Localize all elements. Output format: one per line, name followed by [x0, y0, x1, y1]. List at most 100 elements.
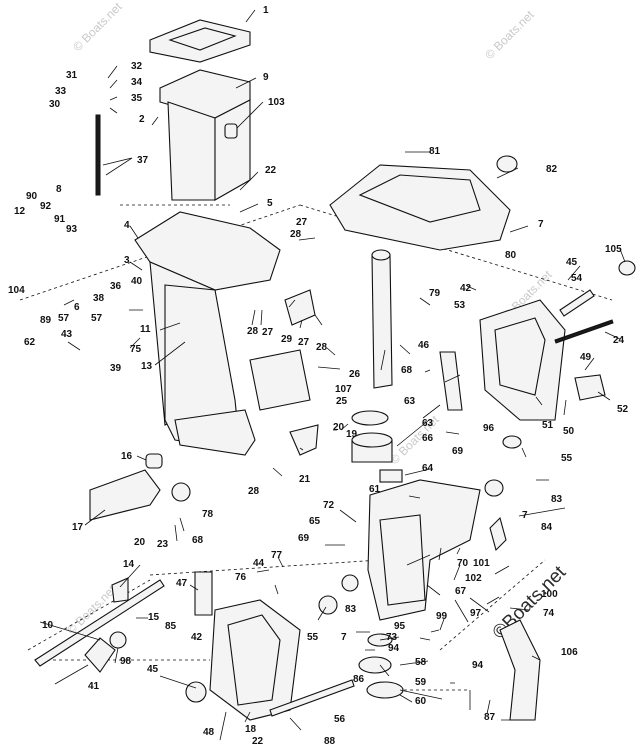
- callout-79: 79: [429, 288, 441, 299]
- callout-20-b: 20: [134, 537, 146, 548]
- steering-tube: [371, 249, 393, 389]
- tilt-bushing-left: [341, 574, 359, 592]
- callout-88: 88: [324, 736, 336, 747]
- callout-17: 17: [72, 522, 84, 533]
- callout-61: 61: [369, 484, 381, 495]
- callout-46: 46: [418, 340, 430, 351]
- callout-100: 100: [541, 589, 558, 600]
- callout-55-left: 55: [307, 632, 319, 643]
- callout-63-b: 63: [422, 418, 434, 429]
- callout-12: 12: [14, 206, 26, 217]
- callout-24: 24: [613, 335, 625, 346]
- callout-68-right: 68: [401, 365, 413, 376]
- callout-105: 105: [605, 244, 622, 255]
- steering-bushing: [351, 432, 393, 463]
- callout-84: 84: [541, 522, 553, 533]
- tilt-spool: [284, 289, 316, 326]
- callout-57-left: 57: [58, 313, 70, 324]
- transom-clamp-screw: [34, 579, 165, 667]
- callout-20-a: 20: [333, 422, 345, 433]
- callout-40: 40: [131, 276, 143, 287]
- callout-91: 91: [54, 214, 66, 225]
- callout-77: 77: [271, 550, 283, 561]
- drive-shaft-housing: [164, 284, 256, 456]
- callout-37: 37: [137, 155, 149, 166]
- callout-45-left: 45: [147, 664, 159, 675]
- callout-62: 62: [24, 337, 36, 348]
- callout-102: 102: [465, 573, 482, 584]
- callout-78: 78: [202, 509, 214, 520]
- callout-7-top: 7: [538, 219, 544, 230]
- callout-8: 8: [56, 184, 62, 195]
- exhaust-cover-plate: [149, 19, 251, 63]
- tilt-pin: [559, 289, 595, 317]
- callout-44: 44: [253, 558, 265, 569]
- callout-13: 13: [141, 361, 153, 372]
- callout-7-mid: 7: [522, 510, 528, 521]
- callout-15: 15: [148, 612, 160, 623]
- callout-33: 33: [55, 86, 67, 97]
- tilt-nut: [618, 260, 636, 276]
- callout-82: 82: [546, 164, 558, 175]
- tilt-friction-bracket: [249, 349, 311, 411]
- callout-7-bottom: 7: [341, 632, 347, 643]
- tilt-link-right: [439, 351, 463, 411]
- callout-30: 30: [49, 99, 61, 110]
- callout-67: 67: [455, 586, 467, 597]
- tilt-tube: [269, 679, 355, 717]
- clamp-nut: [185, 681, 207, 703]
- callout-11: 11: [140, 324, 151, 335]
- friction-ring: [358, 656, 392, 674]
- callout-54: 54: [571, 273, 583, 284]
- washer-plate: [366, 681, 404, 699]
- callout-74: 74: [543, 608, 555, 619]
- callout-94-lower: 94: [472, 660, 484, 671]
- callout-32: 32: [131, 61, 143, 72]
- callout-48: 48: [203, 727, 215, 738]
- watermark-top-left: © Boats.net: [70, 0, 125, 54]
- callout-57-mid: 57: [91, 313, 103, 324]
- callout-87: 87: [484, 712, 496, 723]
- exhaust-housing: [159, 69, 251, 201]
- callout-73: 73: [386, 632, 398, 643]
- callout-27-top: 27: [296, 217, 308, 228]
- clamp-pad: [109, 631, 127, 649]
- callout-28-low: 28: [248, 486, 260, 497]
- callout-21: 21: [299, 474, 311, 485]
- callout-45-right: 45: [566, 257, 578, 268]
- callout-66: 66: [422, 433, 434, 444]
- callout-25: 25: [336, 396, 348, 407]
- callout-92: 92: [40, 201, 52, 212]
- callout-27-right: 27: [298, 337, 310, 348]
- clamp-handle: [84, 637, 116, 673]
- watermark-top-right: © Boats.net: [482, 7, 537, 62]
- callout-52: 52: [617, 404, 629, 415]
- callout-35: 35: [131, 93, 143, 104]
- callout-69-left: 69: [298, 533, 310, 544]
- swivel-bracket: [367, 479, 481, 621]
- shock-absorber-bumper: [171, 482, 191, 502]
- callout-85: 85: [165, 621, 177, 632]
- tilt-spring: [489, 516, 507, 552]
- callout-93: 93: [66, 224, 78, 235]
- callout-16: 16: [121, 451, 133, 462]
- callout-69-right: 69: [452, 446, 464, 457]
- swivel-liner: [379, 469, 403, 483]
- tilt-rod: [554, 319, 614, 344]
- callout-2: 2: [139, 114, 145, 125]
- callout-26: 26: [349, 369, 361, 380]
- callout-95: 95: [394, 621, 406, 632]
- callout-90: 90: [26, 191, 38, 202]
- callout-43: 43: [61, 329, 73, 340]
- callout-104: 104: [8, 285, 25, 296]
- assembly-line-top: [19, 204, 613, 301]
- callout-3: 3: [124, 255, 130, 266]
- tilt-bushing: [484, 479, 504, 497]
- callout-60: 60: [415, 696, 427, 707]
- callout-42-left: 42: [191, 632, 203, 643]
- callout-101: 101: [473, 558, 490, 569]
- callout-28-right: 28: [316, 342, 328, 353]
- callout-28-top: 28: [290, 229, 302, 240]
- callout-107: 107: [335, 384, 352, 395]
- callout-49: 49: [580, 352, 592, 363]
